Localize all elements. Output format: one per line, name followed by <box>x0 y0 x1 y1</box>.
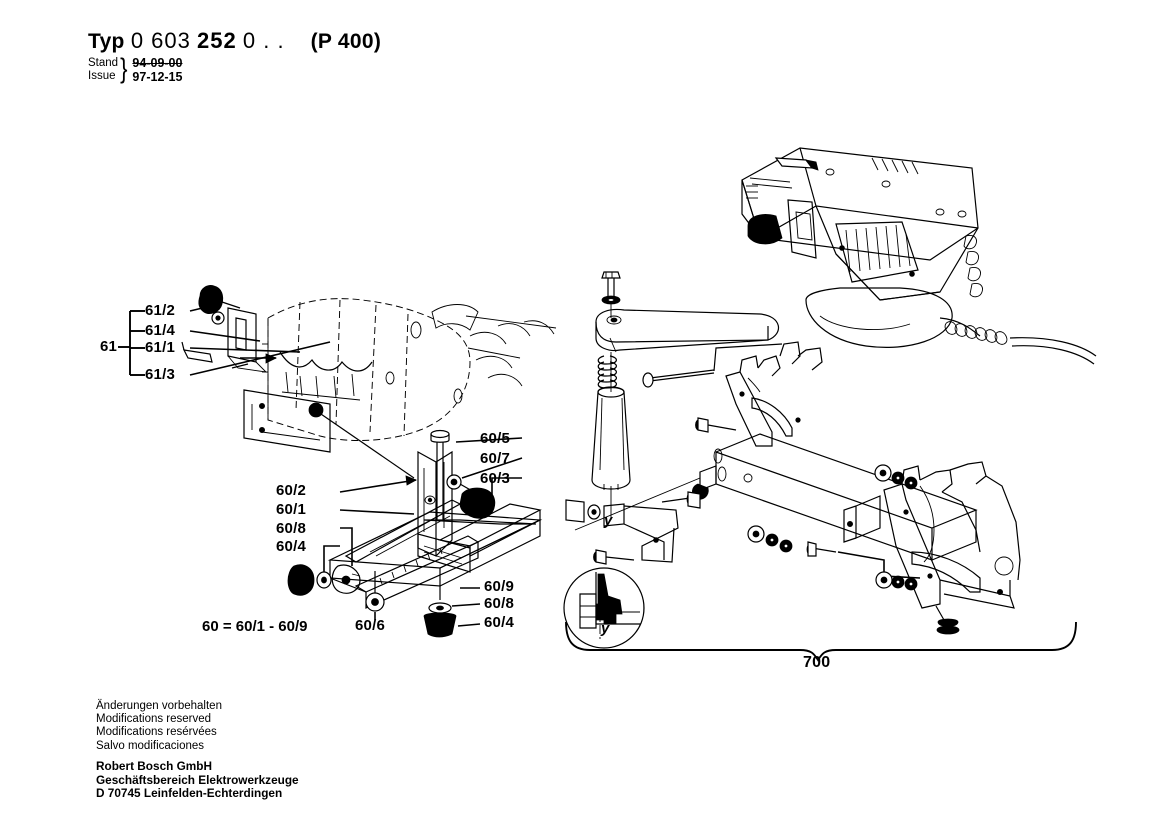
rod-60-2 <box>317 411 415 479</box>
lead-60-4-left <box>323 545 340 572</box>
lead-60-8-left <box>340 527 353 566</box>
document-footer: Änderungen vorbehalten Modifications res… <box>96 700 299 801</box>
part-60-5-screw <box>430 429 450 520</box>
part-60-8-60-4-left <box>287 564 332 596</box>
parts-group-60 <box>287 402 543 638</box>
callout-61-3: 61/3 <box>145 366 175 383</box>
lead-60-1 <box>339 509 415 515</box>
callout-60-1: 60/1 <box>276 501 306 518</box>
company-name: Robert Bosch GmbH <box>96 758 213 773</box>
callout-60-7: 60/7 <box>480 450 510 467</box>
stand-value: 94-09-00 <box>132 56 183 70</box>
model-designation: (P 400) <box>310 30 382 53</box>
part-60-6-screw <box>365 571 385 612</box>
type-number-part2: 252 <box>197 28 237 53</box>
callout-61-4: 61/4 <box>145 322 175 339</box>
callout-61-2: 61/2 <box>145 302 175 319</box>
lead-60-5 <box>455 437 523 443</box>
dates-brace: } <box>120 52 128 84</box>
planer-tool-illustration <box>741 147 1097 365</box>
marker-y-detail-circle: y <box>601 620 610 637</box>
callout-61-1: 61/1 <box>145 339 175 356</box>
fence-table-assembly <box>327 499 543 609</box>
company-division: Geschäftsbereich Elektrowerkzeuge <box>96 772 299 787</box>
cord-coil <box>944 321 1008 345</box>
callout-700: 700 <box>803 654 831 671</box>
lead-60-2 <box>339 479 417 493</box>
disclaimer-en: Modifications reserved <box>96 713 212 726</box>
marker-y-assembly: y <box>604 512 613 529</box>
callout-60-2: 60/2 <box>276 482 306 499</box>
typ-label: Typ <box>88 30 125 53</box>
issue-value: 97-12-15 <box>132 69 183 84</box>
lead-60-7 <box>461 457 523 479</box>
lead-60-8-right <box>451 603 481 607</box>
type-designation-line: Typ 0 603 252 0 . . (P 400) <box>88 28 381 54</box>
handle-arm-assembly <box>591 271 779 520</box>
callout-60-6: 60/6 <box>355 617 385 634</box>
disclaimer-fr: Modifications resérvées <box>96 726 217 739</box>
callout-60-4-right: 60/4 <box>484 614 514 631</box>
disclaimer-de: Änderungen vorbehalten <box>96 700 222 712</box>
lead-60-4-right <box>457 623 481 627</box>
stand-frame-assembly <box>565 341 1021 635</box>
spring <box>597 352 617 392</box>
disclaimer-es: Salvo modificaciones <box>96 739 205 752</box>
type-number-part3: 0 . . <box>242 28 285 53</box>
stand-label: Stand <box>88 57 119 69</box>
callout-60-5: 60/5 <box>480 430 510 447</box>
part-60-7-60-3 <box>446 474 496 519</box>
callout-60-4-left: 60/4 <box>276 538 306 555</box>
detail-circle-y <box>563 567 645 649</box>
type-number-part1: 0 603 <box>130 28 191 53</box>
document-header: Typ 0 603 252 0 . . (P 400) Stand Issue }… <box>88 28 381 84</box>
callout-60-9-right: 60/9 <box>484 578 514 595</box>
callout-60-3: 60/3 <box>480 470 510 487</box>
part-60-1-guide <box>417 450 471 573</box>
issue-label: Issue <box>88 70 116 83</box>
brace-700 <box>565 621 1077 662</box>
callout-61: 61 <box>100 338 118 355</box>
parts-group-61 <box>181 285 277 373</box>
callout-60-8-left: 60/8 <box>276 520 306 537</box>
legend-60-range: 60 = 60/1 - 60/9 <box>202 618 308 635</box>
y-marker-bracket <box>565 491 701 565</box>
planer-body-phantom <box>243 298 557 453</box>
revision-dates: Stand Issue } 94-09-00 97-12-15 <box>88 53 381 84</box>
lead-60-3 <box>491 477 522 496</box>
part-60-9-60-8-60-4-right <box>423 586 457 638</box>
company-address: D 70745 Leinfelden-Echterdingen <box>96 786 283 801</box>
long-rod <box>649 369 715 379</box>
callout-60-8-right: 60/8 <box>484 595 514 612</box>
